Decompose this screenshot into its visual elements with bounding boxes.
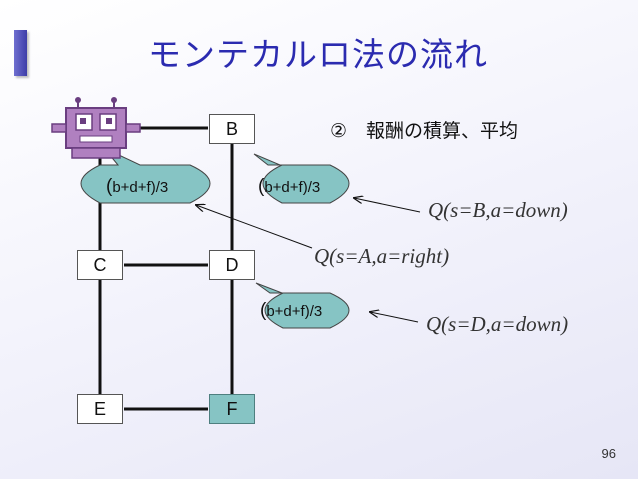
slide-title: モンテカルロ法の流れ <box>148 35 488 74</box>
node-f: F <box>209 394 255 424</box>
bubble-a-text: b+d+f)/3 <box>112 179 169 196</box>
bubble-d-open-paren: ( <box>260 300 267 321</box>
bubble-d-text: b+d+f)/3 <box>266 303 323 320</box>
bubble-a-shape <box>80 147 211 204</box>
robot-agent-icon <box>51 97 141 159</box>
bubble-b-text: b+d+f)/3 <box>264 179 321 196</box>
node-d: D <box>209 250 255 280</box>
bubble-d-label: (b+d+f)/3 <box>260 300 322 322</box>
arrow-to-bubble-b <box>354 198 421 213</box>
bubble-a-open-paren: ( <box>106 176 113 197</box>
node-b: B <box>209 114 255 144</box>
title-accent-bar <box>14 30 27 76</box>
page-number: 96 <box>601 446 616 461</box>
node-c: C <box>77 250 123 280</box>
q-label-a-right: Q(s=A,a=right) <box>314 244 450 268</box>
q-label-d-down: Q(s=D,a=down) <box>426 312 569 336</box>
arrow-to-bubble-d <box>370 312 419 323</box>
bubble-b-shape <box>253 153 350 204</box>
bubble-b-label: (b+d+f)/3 <box>258 176 320 198</box>
arrow-to-bubble-a <box>196 205 313 249</box>
node-e: E <box>77 394 123 424</box>
slide-subtitle: ② 報酬の積算、平均 <box>330 120 519 142</box>
bubble-b-open-paren: ( <box>258 176 265 197</box>
bubble-d-shape <box>255 282 350 329</box>
bubble-a-label: (b+d+f)/3 <box>106 176 168 198</box>
q-label-b-down: Q(s=B,a=down) <box>428 198 568 222</box>
